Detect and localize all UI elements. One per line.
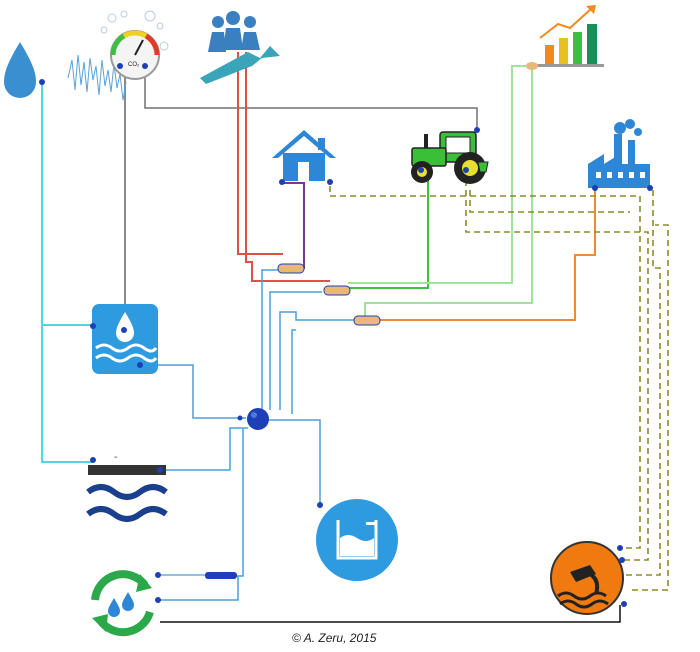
bar-chart-growth-icon [528, 5, 604, 67]
groundwater-waves-icon [86, 465, 168, 522]
valve-household[interactable] [277, 263, 305, 274]
tractor-icon [411, 131, 489, 184]
climate-link-line [121, 66, 126, 323]
small-mark: - [114, 452, 118, 463]
climate-agri-line [144, 66, 478, 128]
wastewater-dashed-bottom [632, 224, 669, 591]
agriculture-supply-line [348, 169, 429, 289]
water-drop-icon [4, 42, 36, 98]
house-icon [272, 130, 336, 181]
valve-industry[interactable] [353, 315, 381, 326]
rain-flow-line [41, 82, 93, 463]
population-growth-icon [200, 11, 280, 84]
surface-water-icon [92, 304, 158, 374]
valve-agriculture[interactable] [323, 285, 351, 296]
wastewater-outfall-icon [550, 541, 624, 615]
pump-node[interactable] [247, 408, 269, 430]
factory-icon [588, 119, 650, 188]
household-link-line [282, 182, 305, 269]
co2-label: CO₂ [128, 62, 140, 68]
copyright-credit: © A. Zeru, 2015 [292, 631, 377, 645]
valve-recycle[interactable] [205, 572, 237, 579]
economy-link-line [348, 65, 533, 318]
recycle-return-line [160, 605, 621, 623]
reservoir-tank-icon [316, 499, 398, 581]
distribution-line [140, 269, 356, 601]
population-link-line [237, 52, 330, 282]
industry-supply-line [378, 188, 596, 321]
water-recycling-icon [91, 570, 154, 637]
co2-gauge-icon: CO₂ [67, 10, 169, 101]
wastewater-dashed-lines [329, 180, 661, 576]
connections [41, 52, 669, 623]
valve-economy[interactable] [526, 62, 538, 70]
pipe-nodes [39, 62, 653, 607]
